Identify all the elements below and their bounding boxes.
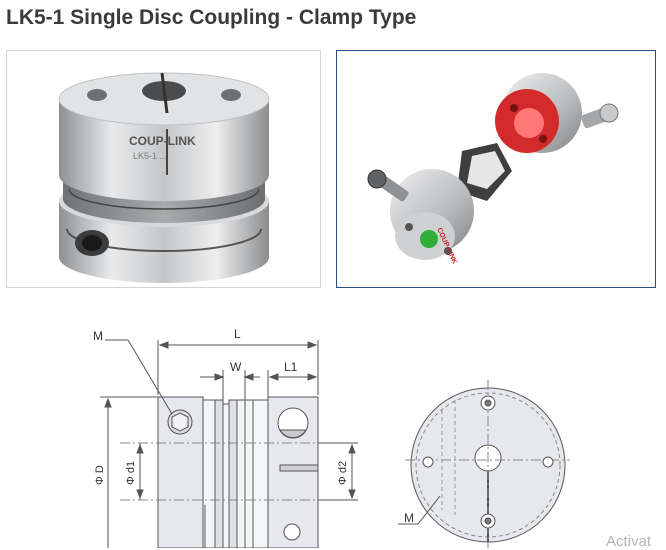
activation-watermark: Activat (606, 533, 652, 550)
exploded-view-photo: COUP-LINK (336, 50, 656, 288)
length-label: L (234, 327, 241, 341)
hub-length-label: L1 (284, 360, 298, 374)
coupling-photo-graphic: COUP-LINK LK5-1 ... (58, 72, 270, 283)
bore-d1-label: Φ d1 (125, 461, 137, 485)
model-label: LK5-1 ... (133, 151, 167, 161)
exploded-view-graphic: COUP-LINK (367, 73, 619, 265)
bore-d2-label: Φ d2 (337, 461, 349, 485)
m-label-side: M (404, 511, 414, 525)
page-title: LK5-1 Single Disc Coupling - Clamp Type (6, 6, 417, 29)
technical-drawing: M L W L1 Φ D Φ d1 Φ d2 M (93, 327, 570, 548)
product-photo: COUP-LINK LK5-1 ... (6, 50, 321, 288)
disc-width-label: W (230, 360, 242, 374)
outer-diameter-label: Φ D (94, 465, 106, 485)
m-label-front: M (93, 329, 103, 343)
brand-label: COUP-LINK (129, 134, 196, 148)
